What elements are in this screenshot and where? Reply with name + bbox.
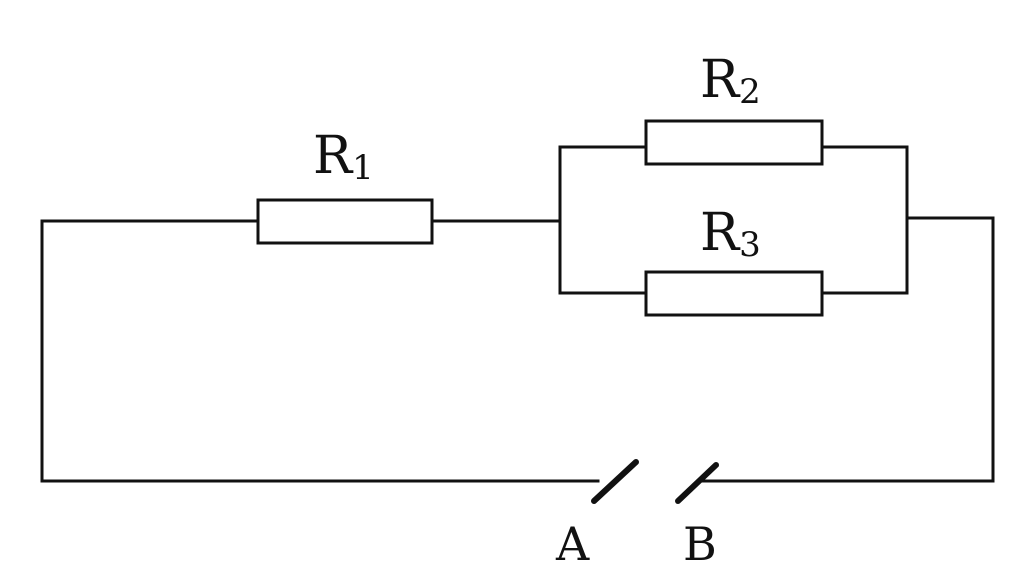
resistor-r3 bbox=[644, 270, 824, 317]
label-terminal-a: A bbox=[555, 517, 590, 566]
label-terminal-b: B bbox=[683, 517, 717, 566]
resistor-r2 bbox=[644, 119, 824, 166]
terminal-b-mark bbox=[675, 462, 719, 504]
wire-right-branch bbox=[820, 145, 909, 295]
terminal-a-mark bbox=[591, 459, 639, 504]
resistor-r1 bbox=[256, 198, 434, 245]
wire-right-loop bbox=[698, 216, 995, 483]
label-r3: R3 bbox=[700, 203, 761, 265]
label-r2: R2 bbox=[700, 50, 761, 112]
label-r1: R1 bbox=[313, 126, 374, 188]
wire-left-loop bbox=[40, 219, 600, 483]
wire-left-branch bbox=[558, 145, 648, 295]
